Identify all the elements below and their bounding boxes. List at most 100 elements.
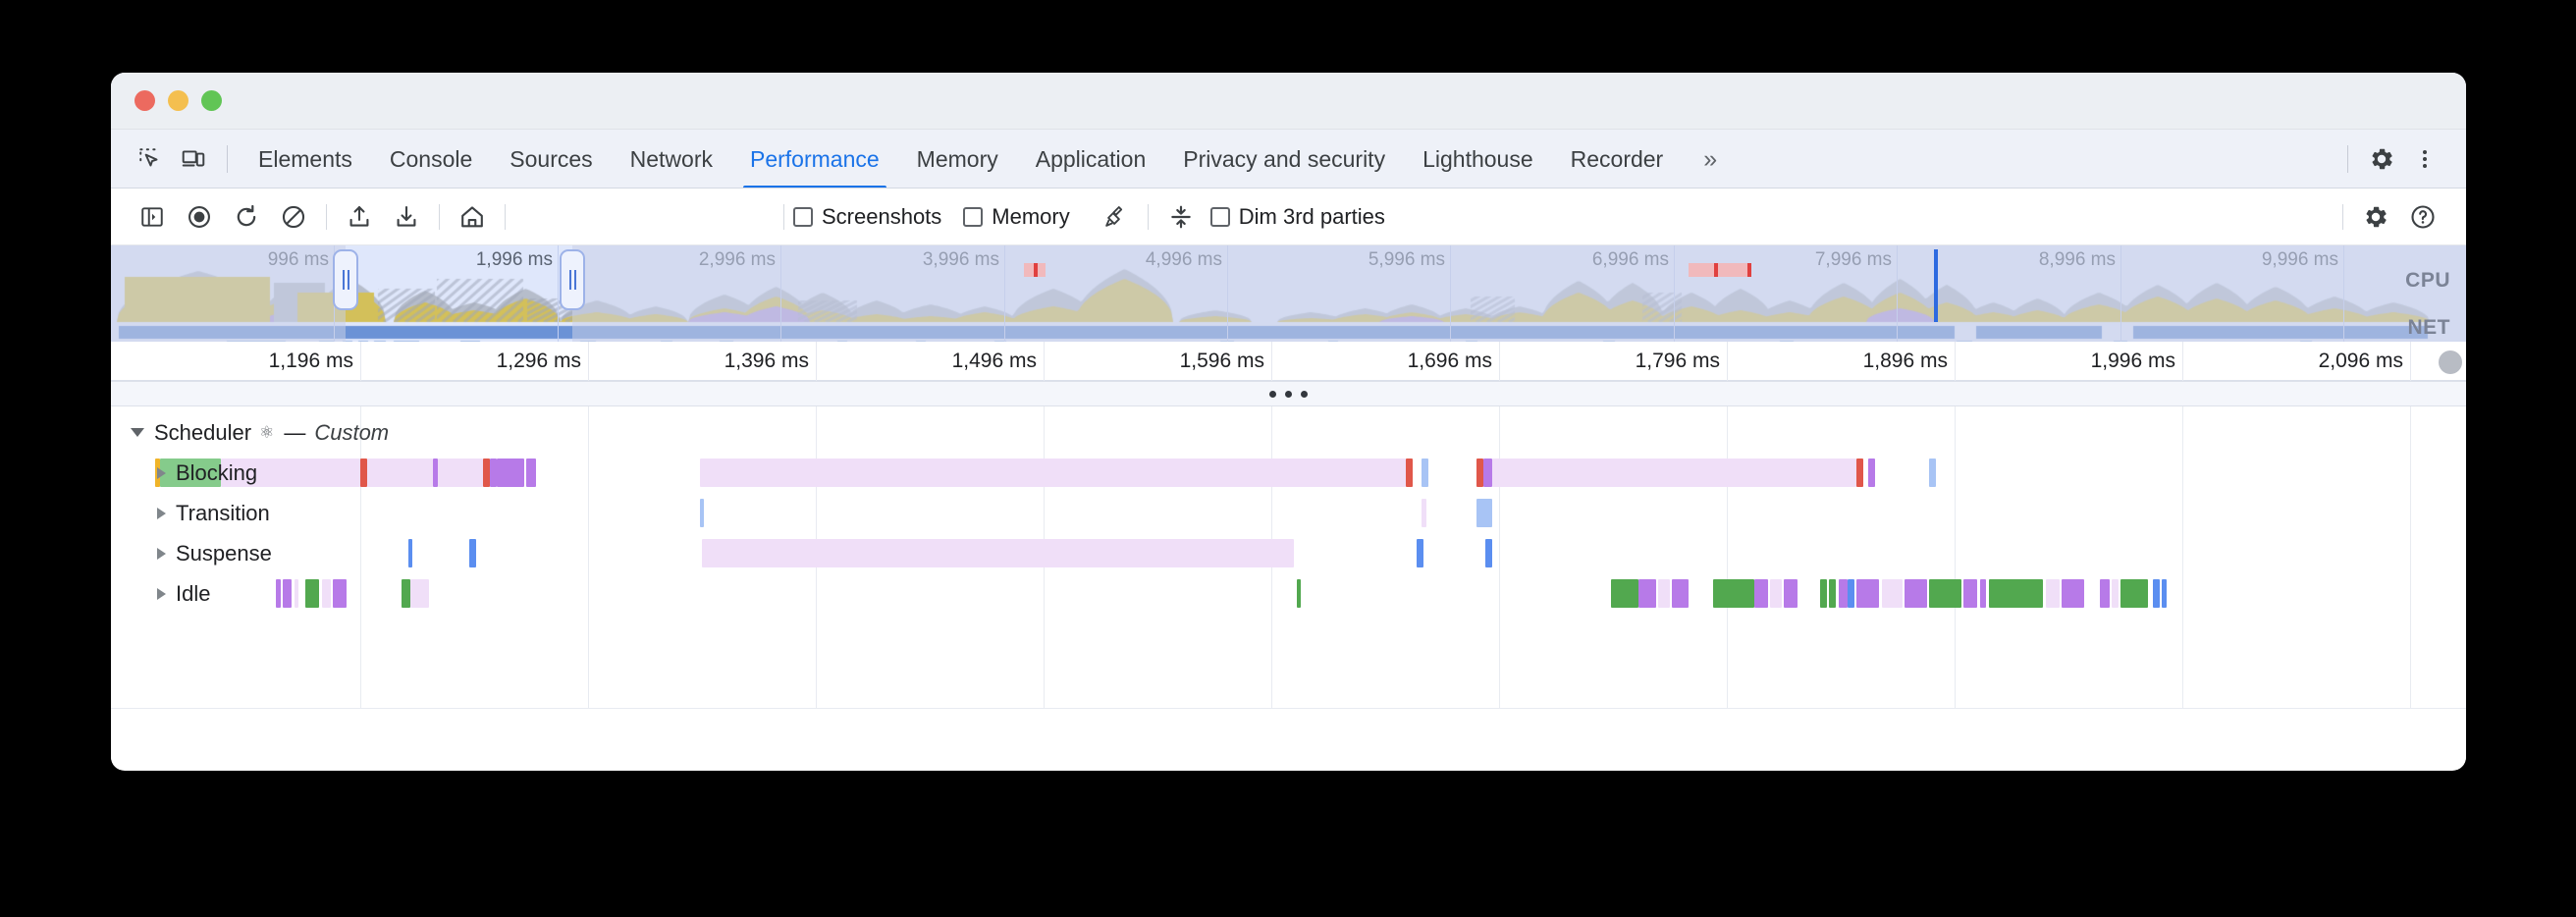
flame-bar[interactable] (1485, 539, 1493, 567)
flame-bar[interactable] (1476, 458, 1483, 487)
dim-3rd-parties-checkbox-box[interactable] (1209, 207, 1230, 227)
flame-bar[interactable] (1482, 458, 1493, 487)
flame-bar[interactable] (469, 539, 477, 567)
chevron-right-icon[interactable] (157, 547, 166, 560)
flame-bar[interactable] (1753, 579, 1768, 608)
gear-icon[interactable] (2352, 195, 2399, 239)
sidebar-panel-icon[interactable] (129, 195, 176, 239)
flame-bar[interactable] (221, 458, 360, 487)
flame-bar[interactable] (333, 579, 348, 608)
track-label-idle[interactable]: Idle (111, 573, 210, 614)
flame-bar[interactable] (2100, 579, 2110, 608)
flame-bar[interactable] (1713, 579, 1754, 608)
overview-window-left-handle[interactable] (333, 249, 358, 310)
flame-bar[interactable] (699, 499, 705, 527)
track-row-transition[interactable]: Transition (111, 493, 2466, 533)
maximize-window-button[interactable] (201, 90, 222, 111)
flame-bar[interactable] (1929, 579, 1961, 608)
reload-icon[interactable] (223, 195, 270, 239)
upload-arrow-icon[interactable] (336, 195, 383, 239)
pane-resize-handle[interactable] (111, 381, 2466, 406)
flame-bar[interactable] (1422, 499, 1426, 527)
flame-bar[interactable] (699, 458, 1406, 487)
tab-performance[interactable]: Performance (731, 130, 898, 189)
flame-bar[interactable] (1492, 458, 1857, 487)
chevron-right-icon[interactable] (157, 507, 166, 519)
track-label-blocking[interactable]: Blocking (111, 453, 257, 493)
flame-bar[interactable] (1867, 458, 1875, 487)
flame-bar[interactable] (1672, 579, 1689, 608)
track-row-blocking[interactable]: Blocking (111, 453, 2466, 493)
flame-bar[interactable] (360, 458, 367, 487)
device-toolbar-icon[interactable] (172, 137, 215, 181)
flame-bar[interactable] (1476, 499, 1493, 527)
track-row-idle[interactable]: Idle (111, 573, 2466, 614)
tab-application[interactable]: Application (1035, 145, 1147, 172)
memory-checkbox-box[interactable] (963, 207, 984, 227)
flame-bar[interactable] (2045, 579, 2060, 608)
screenshots-checkbox[interactable]: Screenshots (793, 204, 941, 230)
flame-bar[interactable] (437, 458, 484, 487)
flame-bar[interactable] (1417, 539, 1424, 567)
flame-bar[interactable] (401, 579, 411, 608)
flame-bar[interactable] (490, 458, 498, 487)
track-label-suspense[interactable]: Suspense (111, 533, 272, 573)
flame-bar[interactable] (1658, 579, 1670, 608)
flame-bar[interactable] (1904, 579, 1928, 608)
collapse-vertical-icon[interactable] (1157, 195, 1205, 239)
track-row-suspense[interactable]: Suspense (111, 533, 2466, 573)
flame-bar[interactable] (1829, 579, 1837, 608)
inspect-element-icon[interactable] (129, 137, 172, 181)
flame-bar[interactable] (1847, 579, 1854, 608)
overview-window-right-handle[interactable] (560, 249, 585, 310)
track-label-transition[interactable]: Transition (111, 493, 270, 533)
flame-bar[interactable] (497, 458, 525, 487)
flame-bar[interactable] (1820, 579, 1828, 608)
clear-slash-icon[interactable] (270, 195, 317, 239)
chevron-down-icon[interactable] (131, 428, 144, 437)
horizontal-scrollbar-thumb[interactable] (2439, 351, 2462, 374)
flame-bar[interactable] (1610, 579, 1638, 608)
flame-bar[interactable] (1770, 579, 1782, 608)
flame-bar[interactable] (1405, 458, 1413, 487)
home-icon[interactable] (449, 195, 496, 239)
timeline-overview[interactable]: 996 ms1,996 ms2,996 ms3,996 ms4,996 ms5,… (111, 245, 2466, 342)
screenshots-checkbox-box[interactable] (793, 207, 813, 227)
record-circle-icon[interactable] (176, 195, 223, 239)
flame-bar[interactable] (366, 458, 434, 487)
minimize-window-button[interactable] (168, 90, 188, 111)
flame-bar[interactable] (1637, 579, 1657, 608)
flame-bar[interactable] (433, 458, 438, 487)
tab-console[interactable]: Console (389, 145, 473, 172)
flame-bar[interactable] (1963, 579, 1978, 608)
flame-bar[interactable] (1784, 579, 1798, 608)
flame-bar[interactable] (702, 539, 1295, 567)
flame-chart-tracks[interactable]: Scheduler ⚛ — Custom Blocking Transition (111, 406, 2466, 770)
flame-bar[interactable] (1296, 579, 1302, 608)
flame-bar[interactable] (305, 579, 320, 608)
download-arrow-icon[interactable] (383, 195, 430, 239)
flame-bar[interactable] (483, 458, 491, 487)
chevron-right-icon[interactable] (157, 466, 166, 479)
flame-bar[interactable] (407, 539, 413, 567)
help-circle-icon[interactable] (2399, 195, 2446, 239)
tab-elements[interactable]: Elements (258, 145, 352, 172)
flame-bar[interactable] (321, 579, 331, 608)
broom-icon[interactable] (1092, 195, 1139, 239)
gear-icon[interactable] (2360, 137, 2403, 181)
flame-bar[interactable] (1988, 579, 2044, 608)
flame-bar[interactable] (1881, 579, 1903, 608)
dim-3rd-parties-checkbox[interactable]: Dim 3rd parties (1209, 204, 1385, 230)
close-window-button[interactable] (134, 90, 155, 111)
track-group-scheduler[interactable]: Scheduler ⚛ — Custom (111, 412, 2466, 453)
flame-bar[interactable] (2152, 579, 2160, 608)
tab-privacy-and-security[interactable]: Privacy and security (1183, 145, 1386, 172)
flame-bar[interactable] (283, 579, 293, 608)
flame-bar[interactable] (526, 458, 536, 487)
flame-bar[interactable] (276, 579, 281, 608)
more-tabs-icon[interactable]: » (1703, 144, 1717, 173)
flame-bar[interactable] (2112, 579, 2120, 608)
flame-bar[interactable] (1856, 458, 1864, 487)
flame-bar[interactable] (2062, 579, 2085, 608)
